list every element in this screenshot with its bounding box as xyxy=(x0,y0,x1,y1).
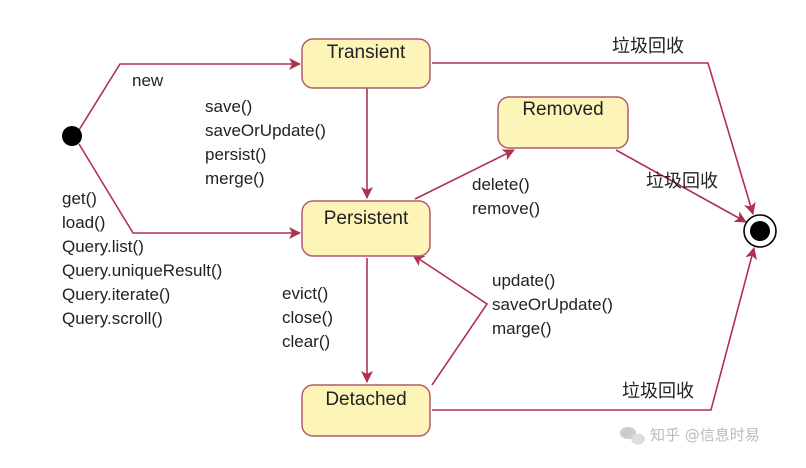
label-save-method: saveOrUpdate() xyxy=(205,121,326,140)
label-load-method: load() xyxy=(62,213,105,232)
label-reattach-method: saveOrUpdate() xyxy=(492,295,613,314)
edge-new xyxy=(78,58,301,131)
label-reattach-methods: update() saveOrUpdate() marge() xyxy=(492,271,613,338)
state-removed-label: Removed xyxy=(522,99,603,120)
label-detach-method: clear() xyxy=(282,332,330,351)
label-delete-method: remove() xyxy=(472,199,540,218)
label-reattach-method: update() xyxy=(492,271,555,290)
label-reattach-method: marge() xyxy=(492,319,552,338)
label-detach-methods: evict() close() clear() xyxy=(282,284,333,351)
label-save-methods: save() saveOrUpdate() persist() merge() xyxy=(205,97,326,188)
edge-gc-transient xyxy=(432,62,756,215)
label-load-method: get() xyxy=(62,189,97,208)
edge-load xyxy=(78,143,301,239)
watermark-text: 知乎 @信息时易 xyxy=(650,426,760,444)
watermark: 知乎 @信息时易 xyxy=(620,426,760,445)
state-persistent: Persistent xyxy=(301,200,431,257)
label-load-methods: get() load() Query.list() Query.uniqueRe… xyxy=(62,189,222,328)
final-node-icon xyxy=(743,214,777,248)
label-delete-methods: delete() remove() xyxy=(472,175,540,218)
label-save-method: save() xyxy=(205,97,252,116)
label-detach-method: close() xyxy=(282,308,333,327)
state-detached-label: Detached xyxy=(325,389,406,410)
edge-reattach xyxy=(412,254,489,386)
label-gc-removed: 垃圾回收 xyxy=(646,171,718,192)
label-gc-detached: 垃圾回收 xyxy=(622,381,694,402)
label-save-method: merge() xyxy=(205,169,265,188)
label-load-method: Query.scroll() xyxy=(62,309,163,328)
label-save-method: persist() xyxy=(205,145,266,164)
state-detached: Detached xyxy=(301,384,431,437)
label-load-method: Query.iterate() xyxy=(62,285,170,304)
wechat-icon xyxy=(620,427,645,445)
state-removed: Removed xyxy=(497,96,629,149)
state-transient-label: Transient xyxy=(327,42,406,63)
label-gc-transient: 垃圾回收 xyxy=(612,36,684,57)
state-persistent-label: Persistent xyxy=(324,208,409,229)
label-load-method: Query.list() xyxy=(62,237,144,256)
edge-delete xyxy=(414,149,515,200)
initial-node-icon xyxy=(62,126,82,146)
label-delete-method: delete() xyxy=(472,175,530,194)
edge-gc-detached xyxy=(432,247,757,411)
state-transient: Transient xyxy=(301,38,431,89)
edge-gc-removed xyxy=(615,149,747,223)
label-detach-method: evict() xyxy=(282,284,328,303)
label-new: new xyxy=(132,71,164,90)
label-load-method: Query.uniqueResult() xyxy=(62,261,222,280)
